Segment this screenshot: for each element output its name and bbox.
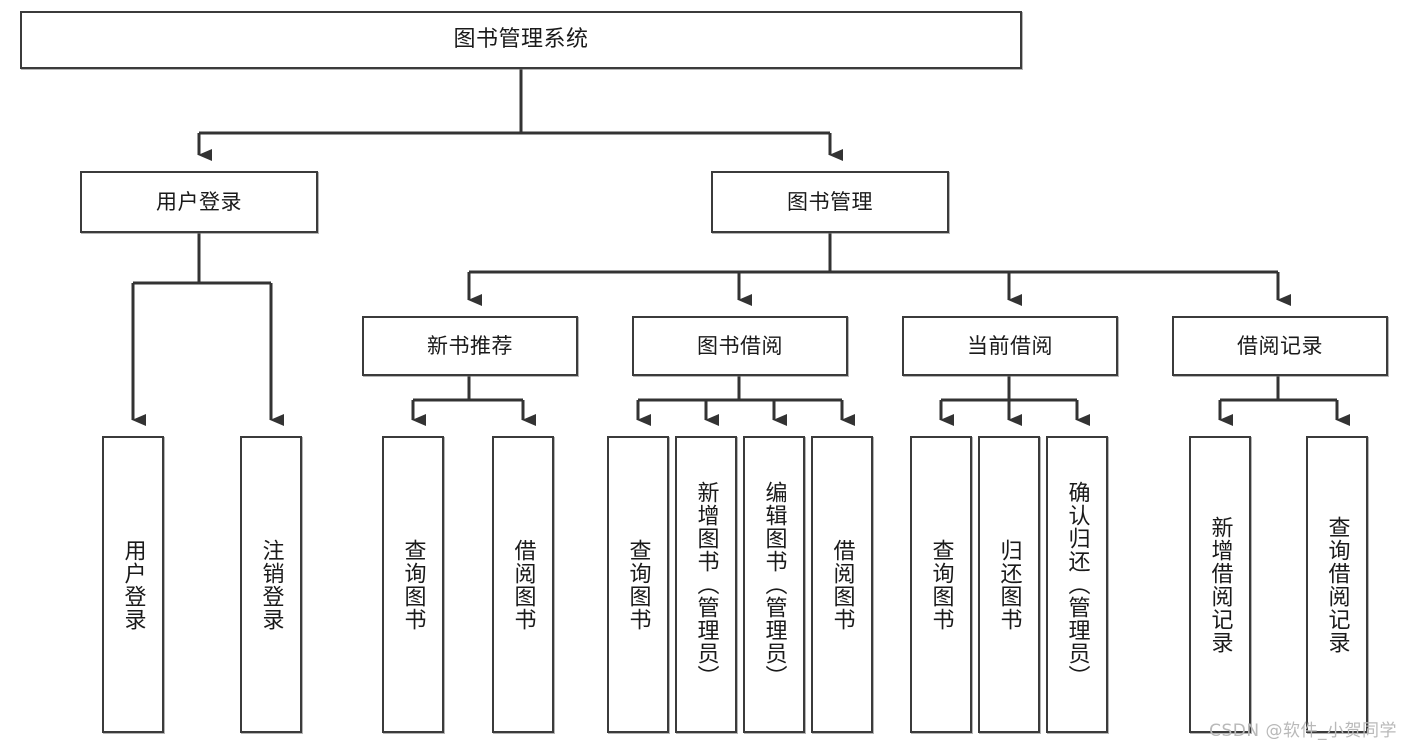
node-label: 当前借阅 [967,333,1053,358]
node-label: 查询借阅记录 [1324,515,1350,654]
node-leaf-logout-login[interactable]: 注销登录 [240,436,302,733]
node-label: 用户登录 [120,538,146,631]
node-leaf-add-book[interactable]: 新增图书（管理员） [675,436,737,733]
node-leaf-return-book[interactable]: 归还图书 [978,436,1040,733]
node-label: 借阅记录 [1237,333,1323,358]
node-label: 新增图书（管理员） [693,481,719,688]
node-leaf-query-record[interactable]: 查询借阅记录 [1306,436,1368,733]
node-book-borrow[interactable]: 图书借阅 [632,316,848,376]
node-label: 图书管理 [787,189,873,214]
node-label: 查询图书 [928,538,954,631]
node-label: 用户登录 [156,189,242,214]
node-leaf-query-book-3[interactable]: 查询图书 [910,436,972,733]
node-label: 借阅图书 [829,538,855,631]
node-label: 图书借阅 [697,333,783,358]
node-leaf-confirm-return[interactable]: 确认归还（管理员） [1046,436,1108,733]
node-new-book-recommend[interactable]: 新书推荐 [362,316,578,376]
node-label: 查询图书 [400,538,426,631]
node-leaf-borrow-book-1[interactable]: 借阅图书 [492,436,554,733]
node-book-management[interactable]: 图书管理 [711,171,949,233]
node-leaf-add-record[interactable]: 新增借阅记录 [1189,436,1251,733]
node-label: 新书推荐 [427,333,513,358]
node-label: 图书管理系统 [453,27,589,53]
node-leaf-query-book-2[interactable]: 查询图书 [607,436,669,733]
node-label: 编辑图书（管理员） [761,481,787,688]
node-label: 新增借阅记录 [1207,515,1233,654]
node-label: 确认归还（管理员） [1064,481,1090,688]
node-current-borrow[interactable]: 当前借阅 [902,316,1118,376]
node-leaf-edit-book[interactable]: 编辑图书（管理员） [743,436,805,733]
node-borrow-record[interactable]: 借阅记录 [1172,316,1388,376]
node-label: 查询图书 [625,538,651,631]
node-label: 借阅图书 [510,538,536,631]
node-label: 注销登录 [258,538,284,631]
node-leaf-borrow-book-2[interactable]: 借阅图书 [811,436,873,733]
node-leaf-query-book-1[interactable]: 查询图书 [382,436,444,733]
node-leaf-user-login[interactable]: 用户登录 [102,436,164,733]
node-user-login[interactable]: 用户登录 [80,171,318,233]
node-label: 归还图书 [996,538,1022,631]
node-root-system[interactable]: 图书管理系统 [20,11,1022,69]
